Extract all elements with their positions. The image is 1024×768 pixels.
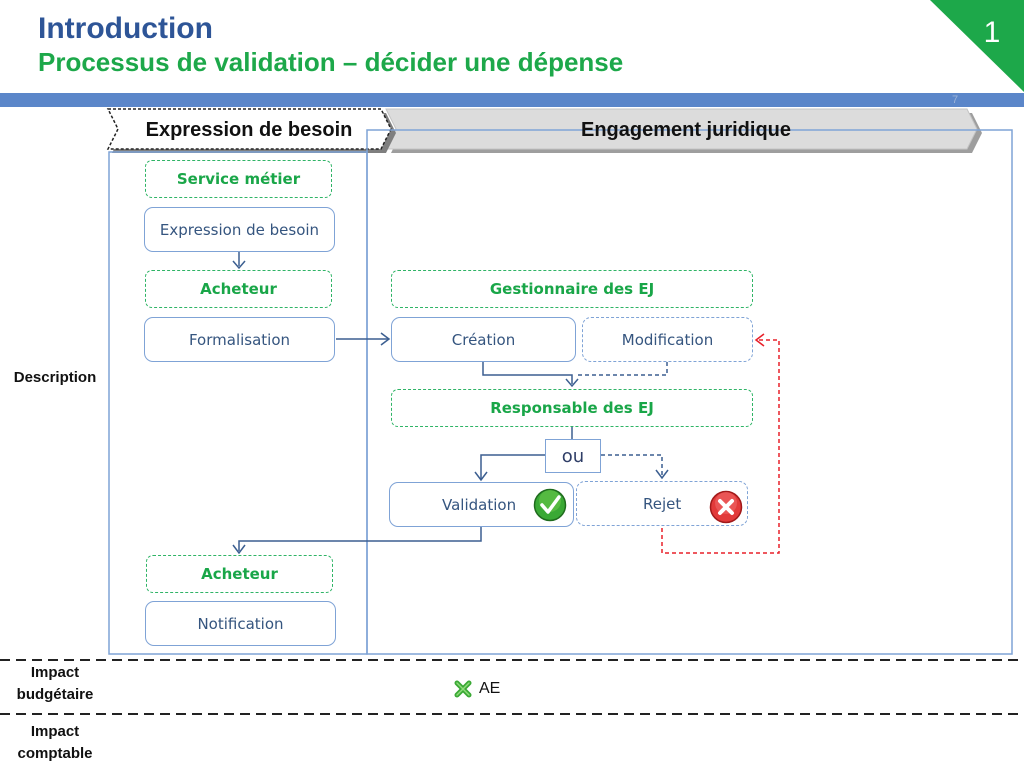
step-expression-besoin: Expression de besoin — [144, 207, 335, 252]
arrow-ou-to-rejet — [601, 454, 663, 477]
red-x-icon — [709, 490, 743, 524]
page-number: 7 — [952, 94, 959, 106]
row-label-impact-budgetaire-line2: budgétaire — [16, 686, 94, 703]
arrow-validation-to-acheteur — [238, 527, 482, 551]
arrow-ou-to-validation — [480, 454, 545, 479]
role-gestionnaire-ej: Gestionnaire des EJ — [391, 270, 753, 308]
arrow-creation-to-responsable — [482, 362, 573, 384]
arrow-modification-to-responsable — [578, 362, 668, 376]
impact-ae-label: AE — [479, 680, 501, 697]
step-validation-label: Validation — [442, 495, 517, 514]
engagement-phase-chevron — [385, 108, 978, 150]
row-label-impact-comptable-line2: comptable — [17, 745, 93, 762]
green-checkmark-icon — [533, 488, 567, 522]
step-rejet-label: Rejet — [643, 495, 682, 513]
row-label-impact-comptable-line1: Impact — [30, 723, 80, 740]
row-label-impact-budgetaire: Impact budgétaire — [0, 662, 110, 706]
decision-ou: ou — [545, 439, 601, 473]
phase-engagement-label: Engagement juridique — [580, 119, 792, 141]
expression-phase-chevron — [106, 108, 392, 150]
step-modification: Modification — [582, 317, 753, 362]
row-label-description: Description — [13, 369, 97, 386]
engagement-frame — [366, 129, 1013, 655]
row-label-impact-budgetaire-line1: Impact — [30, 664, 80, 681]
step-notification: Notification — [145, 601, 336, 646]
role-responsable-ej: Responsable des EJ — [391, 389, 753, 427]
row-label-impact-comptable: Impact comptable — [0, 721, 110, 765]
role-service-metier: Service métier — [145, 160, 332, 198]
role-acheteur: Acheteur — [145, 270, 332, 308]
page-subtitle: Processus de validation – décider une dé… — [38, 47, 624, 77]
phase-expression-label: Expression de besoin — [145, 119, 353, 141]
page-title: Introduction — [38, 12, 213, 45]
arrow-rejet-to-modification — [661, 339, 780, 554]
section-number: 1 — [983, 16, 1001, 49]
corner-triangle — [930, 0, 1024, 92]
header-band — [0, 93, 1024, 107]
step-formalisation: Formalisation — [144, 317, 335, 362]
step-creation: Création — [391, 317, 576, 362]
green-x-icon — [453, 679, 473, 699]
role-acheteur-notification: Acheteur — [146, 555, 333, 593]
